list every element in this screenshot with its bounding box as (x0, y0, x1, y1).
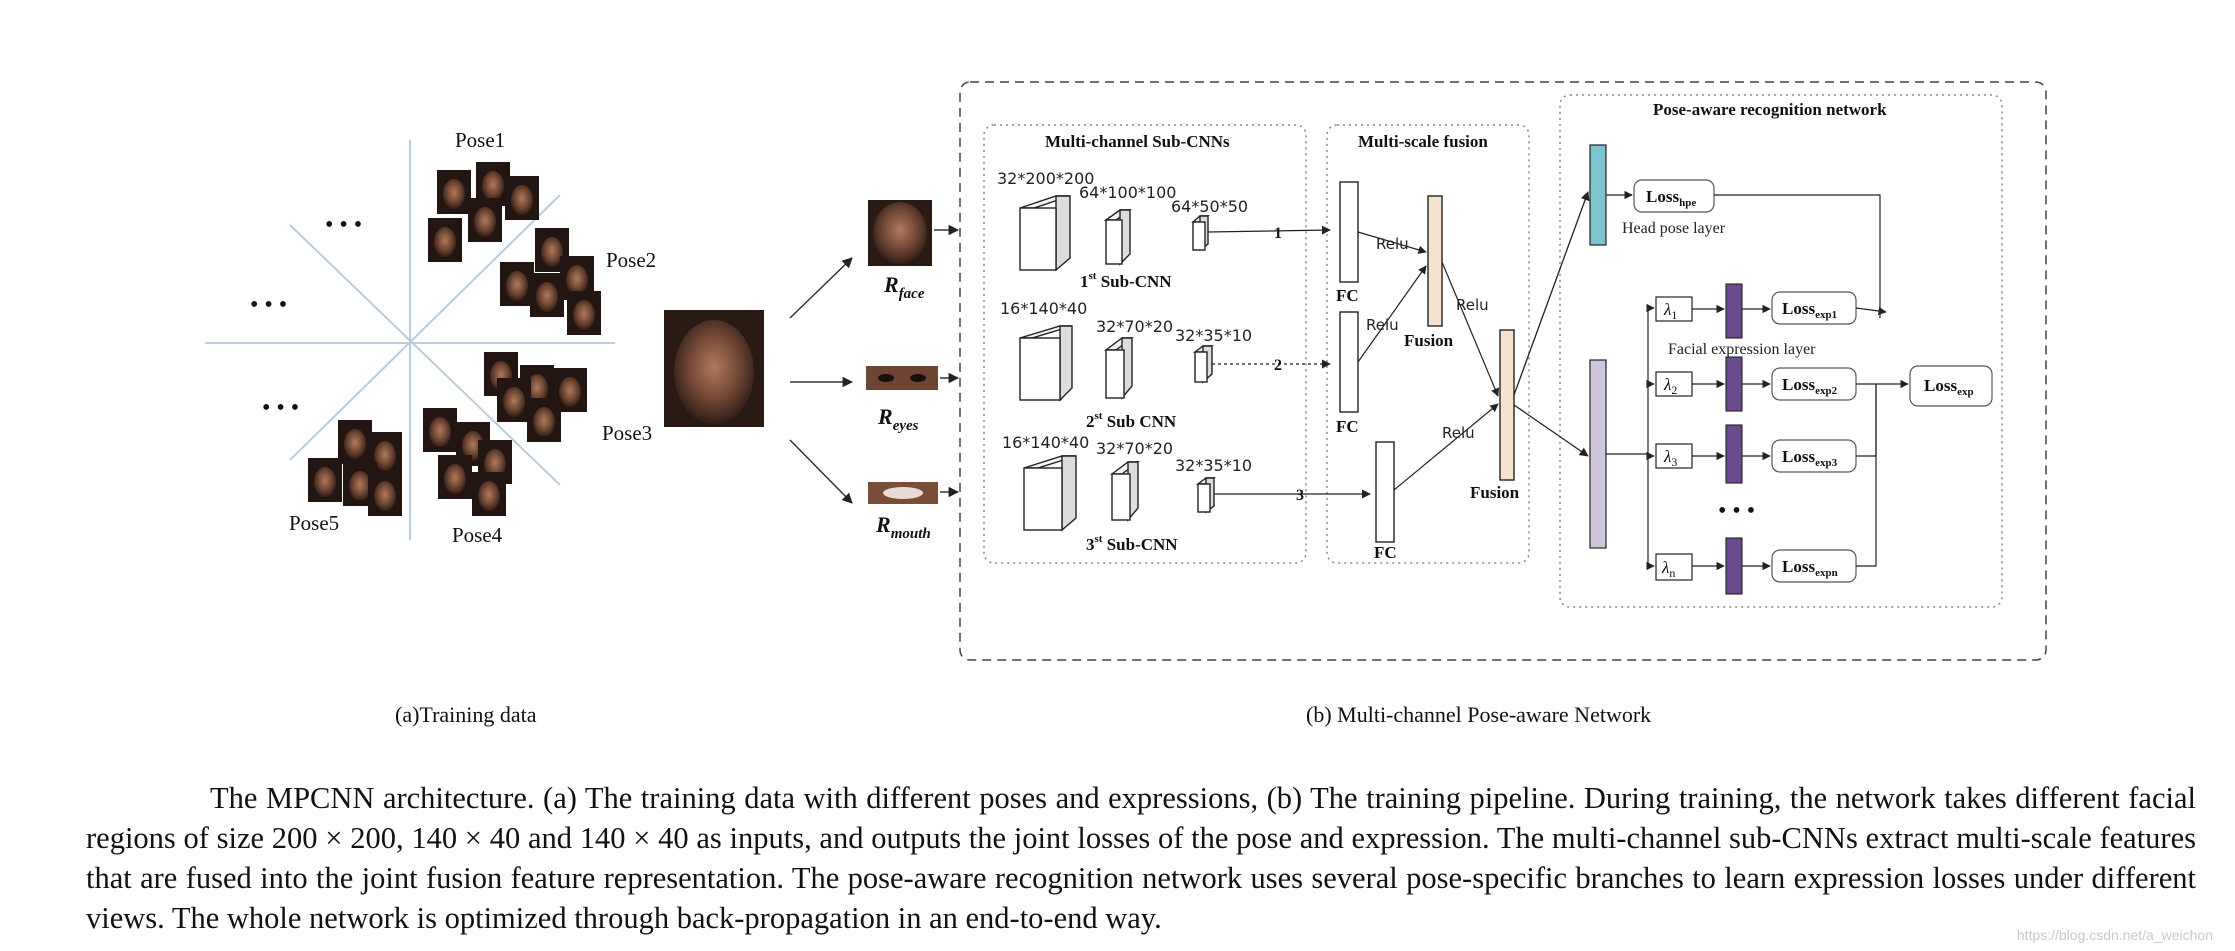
fusion-1-label: Fusion (1404, 331, 1454, 350)
axis-diagonal-down (289, 224, 561, 486)
training-data-panel: Pose1 Pose2 Pose3 Pose4 Pose5 • • • • • … (205, 128, 764, 727)
lambda-3-label: λ3 (1663, 447, 1677, 469)
sub1-out-index: 1 (1274, 225, 1282, 242)
sub2-dim-2: 32*70*20 (1096, 317, 1173, 336)
pose3-label: Pose3 (602, 421, 652, 445)
sub2-out-index: 2 (1274, 357, 1282, 374)
loss-exp3-label: Lossexp3 (1782, 447, 1838, 469)
branch-1: λ1 Lossexp1 (1646, 283, 1887, 339)
ellipsis-3: • • • (262, 395, 299, 421)
loss-hpe-label: Losshpe (1646, 187, 1696, 209)
mouth-crop-image (868, 482, 938, 504)
sub1-dim-3: 64*50*50 (1171, 197, 1248, 216)
sub2-name: 2st Sub CNN (1086, 410, 1177, 431)
pose4-label: Pose4 (452, 523, 503, 547)
watermark: https://blog.csdn.net/a_weichon (2016, 927, 2213, 943)
pose-aware-network-panel: Multi-channel Sub-CNNs Multi-scale fusio… (959, 81, 2047, 727)
pose2-label: Pose2 (606, 248, 656, 272)
fc-2 (1339, 311, 1359, 413)
outer-dashed-box (959, 81, 2047, 661)
fc-3-label: FC (1374, 543, 1397, 562)
loss-exp-box (1909, 365, 1993, 407)
recognition-title: Pose-aware recognition network (1653, 100, 1887, 119)
sub3-out-index: 3 (1296, 487, 1304, 504)
sub3-dim-1: 16*140*40 (1002, 433, 1089, 452)
sub1-dim-1: 32*200*200 (997, 169, 1094, 188)
sub1-name: 1st Sub-CNN (1080, 270, 1172, 291)
loss-hpe-box (1633, 179, 1715, 213)
sub-cnn-3: 16*140*40 32*70*20 32*35*10 3st Sub-CNN … (1002, 433, 1371, 554)
relu-2-label: Relu (1366, 316, 1399, 334)
fusion-1-bar (1427, 195, 1443, 327)
region-crops: Rface Reyes Rmouth (789, 200, 960, 542)
network-caption: (b) Multi-channel Pose-aware Network (1306, 702, 1651, 727)
axis-diagonal-up (289, 194, 561, 461)
pose-aware-recognition: Losshpe Head pose layer Facial expressio… (1513, 144, 1993, 595)
fusion-box (1326, 124, 1530, 564)
facial-expression-layer-label: Facial expression layer (1668, 341, 1816, 358)
pose2-thumbnails (500, 228, 601, 335)
loss-exp-label: Lossexp (1924, 376, 1974, 398)
loss-exp2-label: Lossexp2 (1782, 375, 1838, 397)
sub1-dim-2: 64*100*100 (1079, 183, 1176, 202)
pose5-thumbnails (308, 420, 402, 516)
sub3-dim-2: 32*70*20 (1096, 439, 1173, 458)
branch-3: λ3 Lossexp3 (1646, 424, 1876, 484)
r-mouth-label: Rmouth (875, 512, 931, 542)
relu-3-label: Relu (1456, 296, 1489, 314)
lambda-1-label: λ1 (1663, 300, 1677, 322)
pose1-label: Pose1 (455, 128, 505, 152)
sub-cnn-1: 32*200*200 64*100*100 64*50*50 1st Sub-C… (997, 169, 1331, 291)
sub3-name: 3st Sub-CNN (1086, 533, 1178, 554)
figure-caption: The MPCNN architecture. (a) The training… (86, 781, 2196, 935)
face-crop-image (868, 200, 932, 266)
branch-ellipsis: • • • (1718, 498, 1755, 524)
loss-exp1-label: Lossexp1 (1782, 299, 1837, 321)
pose1-thumbnails (428, 162, 539, 262)
r-eyes-label: Reyes (877, 404, 919, 434)
relu-1-label: Relu (1376, 235, 1409, 253)
r-face-label: Rface (883, 272, 925, 302)
shared-expression-bar (1589, 359, 1607, 549)
pose5-label: Pose5 (289, 511, 339, 535)
training-data-caption: (a)Training data (395, 702, 537, 727)
head-pose-layer-label: Head pose layer (1622, 220, 1726, 237)
branch-2: λ2 Lossexp2 (1646, 356, 1876, 412)
loss-expn-label: Lossexpn (1782, 557, 1838, 579)
recognition-box (1559, 94, 2003, 608)
fc-1 (1339, 181, 1359, 283)
subcnn-title: Multi-channel Sub-CNNs (1045, 132, 1230, 151)
fc-1-label: FC (1336, 286, 1359, 305)
lambda-2-label: λ2 (1663, 375, 1677, 397)
fusion-2-label: Fusion (1470, 483, 1520, 502)
sub-cnn-2: 16*140*40 32*70*20 32*35*10 2st Sub CNN … (1000, 299, 1331, 431)
ellipsis-2: • • • (250, 292, 287, 318)
fusion-title: Multi-scale fusion (1358, 132, 1488, 151)
fc-3 (1375, 441, 1395, 543)
eyes-crop-image (866, 366, 938, 390)
head-pose-bar (1589, 144, 1607, 246)
input-face-image (664, 310, 764, 427)
branch-n: λn Lossexpn (1646, 384, 1877, 595)
sub2-dim-1: 16*140*40 (1000, 299, 1087, 318)
multi-scale-fusion: FC FC FC Fusion Fusion Relu Relu Relu Re… (1336, 181, 1520, 562)
subcnn-box (983, 124, 1307, 564)
ellipsis-1: • • • (325, 212, 362, 238)
sub3-dim-3: 32*35*10 (1175, 456, 1252, 475)
lambda-n-label: λn (1661, 558, 1675, 580)
relu-4-label: Relu (1442, 424, 1475, 442)
fc-2-label: FC (1336, 417, 1359, 436)
sub2-dim-3: 32*35*10 (1175, 326, 1252, 345)
fusion-2-bar (1499, 329, 1515, 481)
